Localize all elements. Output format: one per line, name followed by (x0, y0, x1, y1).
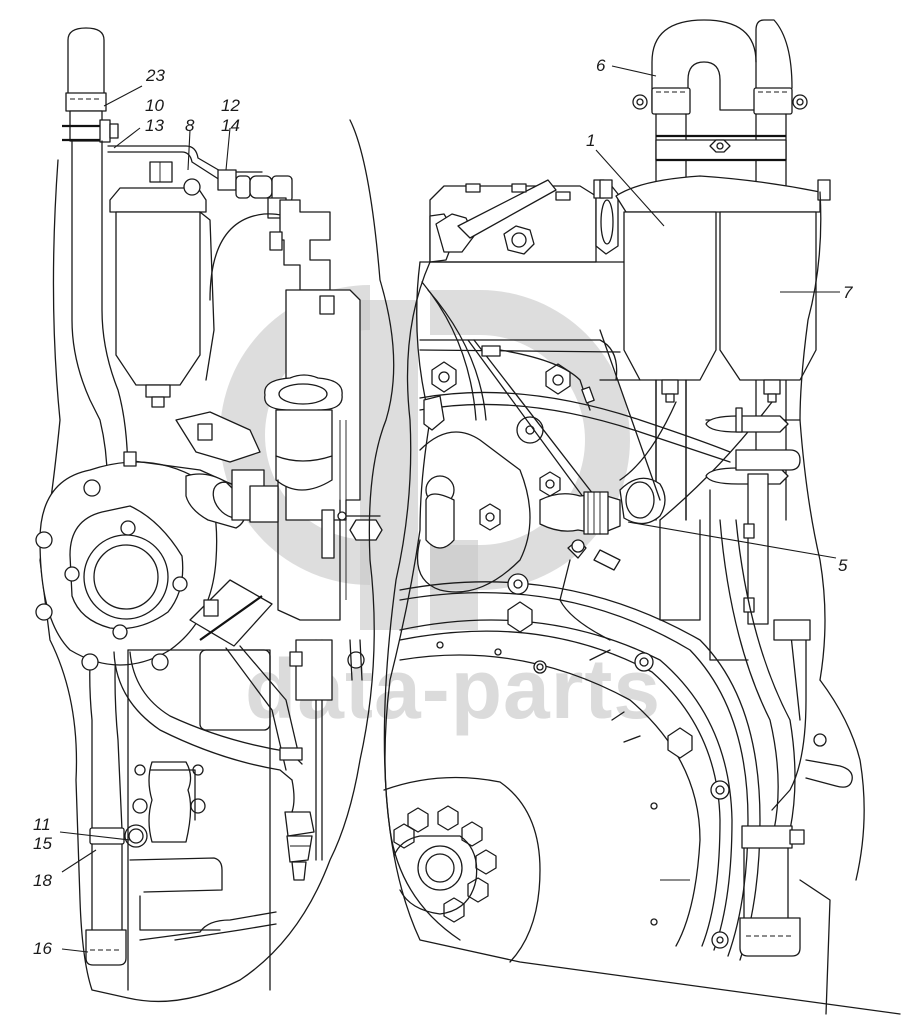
callout-15: 15 (33, 834, 52, 853)
leader-10-13 (113, 127, 141, 149)
leader-5 (627, 521, 837, 559)
leader-8 (187, 129, 191, 171)
fuel-line-8 (107, 145, 263, 173)
callout-6: 6 (596, 56, 606, 75)
callout-labels: 23 10 13 8 12 14 6 1 7 5 11 15 18 16 (33, 56, 853, 958)
callout-12: 12 (221, 96, 240, 115)
left-cut-boundary (127, 119, 395, 1003)
hose-5 (599, 329, 666, 525)
turbocharger (35, 411, 303, 781)
callout-13: 13 (145, 116, 164, 135)
callout-14: 14 (221, 116, 240, 135)
callout-5: 5 (838, 556, 848, 575)
flywheel (383, 776, 541, 963)
leader-16 (61, 948, 89, 953)
callout-leaders (59, 65, 840, 953)
high-pressure-pump (429, 179, 619, 263)
left-vertical-pipe (62, 27, 148, 966)
leader-23 (103, 85, 143, 107)
callout-11: 11 (33, 815, 51, 834)
callout-16: 16 (33, 939, 52, 958)
leader-6 (611, 65, 657, 77)
right-vertical-pipe (659, 191, 865, 1015)
callout-8: 8 (185, 116, 195, 135)
right-cut-boundary (383, 261, 901, 1015)
oil-filler-neck (209, 199, 383, 621)
leader-1 (595, 149, 665, 227)
engine-block-center (384, 261, 731, 941)
leader-11-15 (59, 831, 131, 841)
callout-7: 7 (843, 283, 853, 302)
leader-18 (61, 849, 97, 873)
callout-18: 18 (33, 871, 52, 890)
flywheel-housing (399, 573, 761, 961)
sump-block (127, 639, 365, 991)
callout-23: 23 (145, 66, 165, 85)
callout-1: 1 (586, 131, 595, 150)
callout-10: 10 (145, 96, 164, 115)
leader-12-14 (225, 127, 231, 171)
fine-fuel-filter-pair (599, 175, 831, 521)
